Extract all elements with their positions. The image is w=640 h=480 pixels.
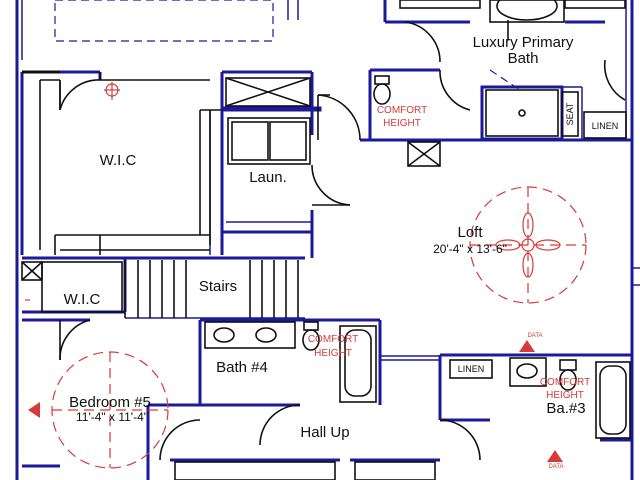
data-arrow-icon: [519, 340, 535, 352]
room-label-stairs: Stairs: [199, 278, 237, 295]
room-label-wic-top: W.I.C: [100, 152, 137, 169]
comfort-height-label: COMFORT: [377, 105, 427, 116]
linen-label: LINEN: [458, 364, 485, 374]
wic-light-icon: [25, 82, 120, 301]
loft-ceiling-fan-icon: [469, 186, 587, 304]
bedroom-ceiling-fan-icon: [51, 351, 169, 469]
room-label-bath4: Bath #4: [216, 359, 268, 376]
comfort-height-label: HEIGHT: [314, 348, 352, 359]
room-labels: Luxury Primary Bath W.I.C Laun. Loft 20'…: [64, 34, 586, 441]
comfort-height-label: COMFORT: [540, 377, 590, 388]
room-label-loft-dims: 20'-4" x 13'-6": [433, 242, 507, 256]
room-label-laundry: Laun.: [249, 169, 287, 186]
data-label: DATA: [527, 333, 542, 339]
seat-label: SEAT: [565, 102, 575, 125]
data-arrow-icon: [547, 450, 563, 462]
comfort-height-label: COMFORT: [308, 334, 358, 345]
comfort-height-label: HEIGHT: [383, 118, 421, 129]
room-label-loft: Loft: [457, 224, 483, 241]
primary-bath-dashed: [489, 69, 521, 91]
stair-treads: [137, 260, 287, 318]
data-arrow-icon: [28, 402, 40, 418]
room-label-bedroom5: Bedroom #5: [69, 394, 151, 411]
room-label-wic-lower: W.I.C: [64, 291, 101, 308]
room-label-bath3: Ba.#3: [546, 400, 585, 417]
fixtures: [21, 0, 631, 480]
room-label-luxury-primary-bath: Luxury Primary: [473, 34, 574, 51]
room-label-hall-up: Hall Up: [300, 424, 349, 441]
linen-label: LINEN: [592, 121, 619, 131]
comfort-height-label: HEIGHT: [546, 390, 584, 401]
fixture-labels: COMFORT HEIGHT COMFORT HEIGHT COMFORT HE…: [308, 102, 618, 470]
room-label-bedroom5-dims: 11'-4" x 11'-4": [76, 410, 148, 424]
data-label: DATA: [548, 464, 563, 470]
room-label-luxury-primary-bath: Bath: [508, 50, 539, 67]
